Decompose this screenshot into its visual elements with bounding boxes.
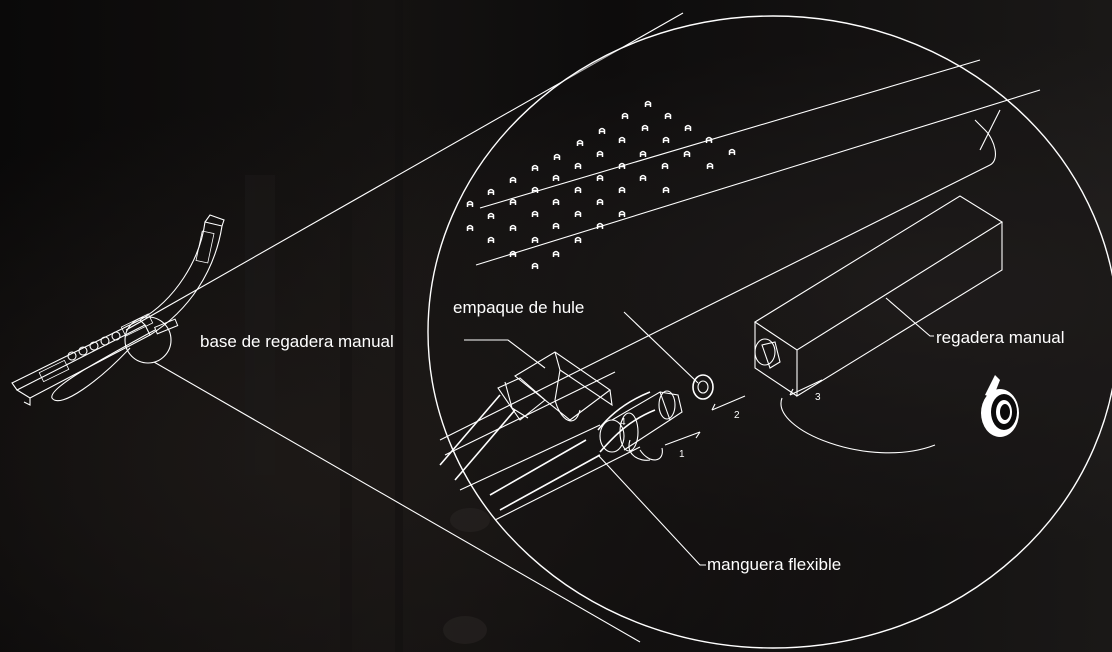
step-arrows <box>628 379 823 461</box>
nozzle-icon <box>596 198 604 205</box>
magnifier-lines <box>125 12 684 643</box>
nozzle-icon <box>684 124 692 131</box>
nozzle-icon <box>596 222 604 229</box>
step-numbers: 1 2 3 4 <box>620 392 821 460</box>
nozzle-icon <box>553 153 561 160</box>
nozzle-icon <box>487 236 495 243</box>
nozzle-icon <box>531 236 539 243</box>
nozzle-grid <box>466 100 736 269</box>
nozzle-icon <box>644 100 652 107</box>
nozzle-icon <box>662 186 670 193</box>
nozzle-icon <box>574 236 582 243</box>
teflon-tape-icon <box>981 375 1019 437</box>
nozzle-icon <box>618 210 626 217</box>
nozzle-icon <box>596 174 604 181</box>
nozzle-icon <box>661 162 669 169</box>
nozzle-icon <box>574 162 582 169</box>
nozzle-icon <box>662 136 670 143</box>
shower-panel-overview <box>11 214 225 406</box>
nozzle-icon <box>618 186 626 193</box>
nozzle-icon <box>487 188 495 195</box>
nozzle-icon <box>618 162 626 169</box>
label-handshower: regadera manual <box>936 328 1065 347</box>
nozzle-icon <box>509 176 517 183</box>
nozzle-icon <box>705 136 713 143</box>
step-2: 2 <box>734 410 740 421</box>
hose-assembly <box>439 351 683 511</box>
nozzle-icon <box>641 124 649 131</box>
nozzle-icon <box>639 150 647 157</box>
nozzle-icon <box>466 224 474 231</box>
nozzle-icon <box>531 262 539 269</box>
step-4: 4 <box>620 417 626 428</box>
nozzle-icon <box>618 136 626 143</box>
nozzle-icon <box>574 210 582 217</box>
nozzle-icon <box>596 150 604 157</box>
hand-shower <box>753 195 1004 454</box>
label-base-handshower: base de regadera manual <box>200 332 394 351</box>
step-1: 1 <box>679 449 685 460</box>
nozzle-icon <box>531 186 539 193</box>
rubber-gasket <box>692 374 714 400</box>
leader-lines <box>464 297 934 566</box>
nozzle-icon <box>574 186 582 193</box>
nozzle-icon <box>509 250 517 257</box>
panel-detail <box>439 59 1041 521</box>
nozzle-icon <box>728 148 736 155</box>
label-flexible-hose: manguera flexible <box>707 555 841 574</box>
step-3: 3 <box>815 392 821 403</box>
nozzle-icon <box>509 224 517 231</box>
nozzle-icon <box>706 162 714 169</box>
nozzle-icon <box>466 200 474 207</box>
nozzle-icon <box>683 150 691 157</box>
nozzle-icon <box>531 210 539 217</box>
nozzle-icon <box>664 112 672 119</box>
nozzle-icon <box>487 212 495 219</box>
nozzle-icon <box>552 250 560 257</box>
nozzle-icon <box>552 174 560 181</box>
nozzle-icon <box>576 139 584 146</box>
background-scene <box>245 0 490 652</box>
nozzle-icon <box>552 198 560 205</box>
nozzle-icon <box>552 222 560 229</box>
label-rubber-gasket: empaque de hule <box>453 298 584 317</box>
nozzle-icon <box>531 164 539 171</box>
nozzle-icon <box>509 198 517 205</box>
nozzle-icon <box>639 174 647 181</box>
nozzle-icon <box>598 127 606 134</box>
nozzle-icon <box>621 112 629 119</box>
